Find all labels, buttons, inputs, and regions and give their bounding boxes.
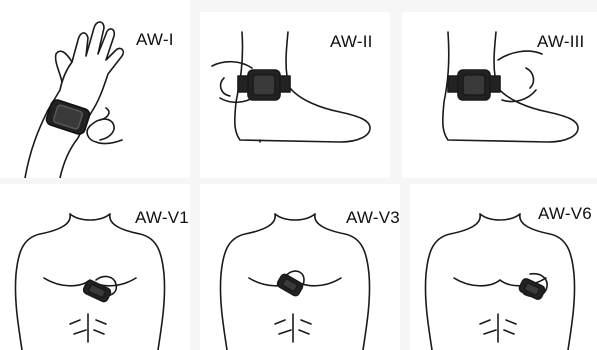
device [238,70,290,100]
device [448,70,500,100]
hand-outline [25,22,123,178]
panel-chest-v3: AW-V3 [200,184,400,350]
label-aw-v6: AW-V6 [538,204,592,224]
device [276,273,304,297]
label-aw-ii: AW-II [330,32,373,52]
panel-chest-v6: AW-V6 [410,184,597,350]
device [45,98,91,135]
device [82,279,111,303]
panel-ankle-ii: AW-II [200,12,390,178]
label-aw-iii: AW-III [537,32,584,52]
panel-wrist: AW-I [0,0,190,178]
panel-chest-v1: AW-V1 [0,184,190,350]
label-aw-v3: AW-V3 [346,208,400,228]
panel-ankle-iii: AW-III [402,12,597,178]
label-aw-i: AW-I [136,30,174,50]
wrist-drawing [0,0,190,178]
torso-outline [425,214,574,350]
label-aw-v1: AW-V1 [135,208,189,228]
holding-hand [87,119,122,143]
